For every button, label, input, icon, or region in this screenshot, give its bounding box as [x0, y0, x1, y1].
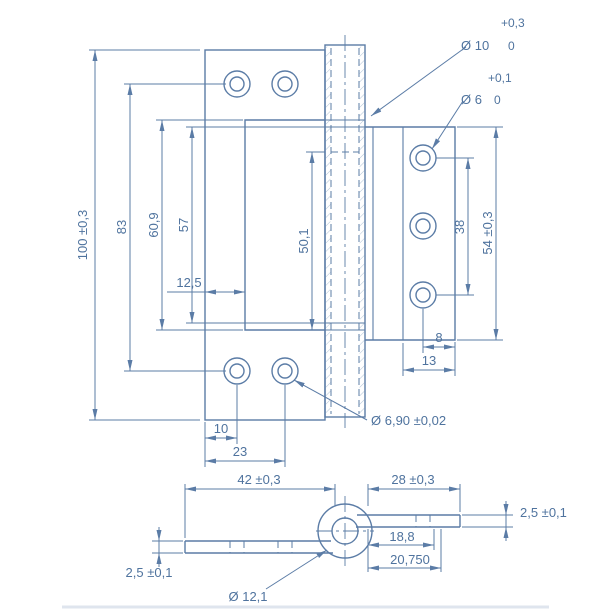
dim-label-57: 57 [176, 218, 191, 232]
dim-label-20750: 20,750 [390, 552, 430, 567]
screw-hole [415, 218, 431, 234]
screw-hole [409, 212, 437, 240]
dia121-label: Ø 12,1 [228, 589, 267, 604]
object-line [244, 119, 325, 331]
dim-label-54: 54 ±0,3 [480, 211, 495, 254]
dim-label-125: 12,5 [176, 275, 201, 290]
dim-label-13: 13 [422, 353, 436, 368]
front-view: 100 ±0,3 83 60,9 57 50,1 [75, 16, 525, 467]
dim-thickness-right: 2,5 ±0,1 [462, 501, 567, 541]
screw-hole [223, 70, 251, 98]
dia10-label: Ø 10 [461, 38, 489, 53]
section-hatch [325, 46, 331, 416]
dim-knuckle-57: 57 [176, 126, 325, 324]
hinge-barrel [324, 35, 366, 428]
dim-knuckle-501: 50,1 [296, 151, 325, 330]
dim-label-609: 60,9 [146, 212, 161, 237]
dim-label-188: 18,8 [389, 529, 414, 544]
callout-pin-hole: +0,3 Ø 10 0 [370, 16, 525, 117]
dim-leaf-height-right: 54 ±0,3 [457, 126, 503, 341]
top-view: 42 ±0,3 28 ±0,3 2,5 ±0,1 18,8 20,750 [126, 472, 567, 604]
screw-hole [271, 357, 299, 385]
screw-hole [229, 363, 245, 379]
screw-hole [409, 281, 437, 309]
dim-label-8: 8 [435, 330, 442, 345]
leader-line [293, 379, 368, 421]
screw-hole [277, 76, 293, 92]
section-hatch [359, 46, 365, 416]
leader-line [431, 100, 464, 150]
tol-lower-dia10: 0 [508, 39, 515, 53]
dim-depth-20750: 20,750 [368, 529, 442, 572]
right-leaf [365, 126, 456, 341]
screw-hole [229, 76, 245, 92]
callout-knuckle-dia: Ø 12,1 [228, 549, 328, 604]
screw-hole [415, 287, 431, 303]
dim-label-25-right: 2,5 ±0,1 [520, 505, 567, 520]
dia6-label: Ø 6 [461, 92, 482, 107]
dim-label-38: 38 [452, 220, 467, 234]
screw-hole [223, 357, 251, 385]
dim-label-28: 28 ±0,3 [391, 472, 434, 487]
callout-countersink: Ø 6,90 ±0,02 [293, 379, 446, 428]
dim-depth-188: 18,8 [367, 529, 435, 572]
dim-offset-125: 12,5 [167, 275, 245, 295]
tol-lower-dia6: 0 [494, 93, 501, 107]
tol-upper-dia6: +0,1 [488, 71, 512, 85]
dim-edge-8-13: 8 13 [402, 309, 456, 376]
dim-leaf-length-right: 28 ±0,3 [367, 472, 461, 512]
screw-hole [415, 150, 431, 166]
dim-label-83: 83 [114, 220, 129, 234]
tol-upper-dia10: +0,3 [501, 16, 525, 30]
dim-label-501: 50,1 [296, 228, 311, 253]
dim-label-100: 100 ±0,3 [75, 210, 90, 261]
leader-line [265, 549, 328, 590]
object-line [365, 126, 456, 341]
callout-screw-hole: +0,1 Ø 6 0 [431, 71, 512, 150]
left-plate [184, 540, 333, 554]
leader-line [370, 46, 467, 117]
dim-label-10: 10 [214, 421, 228, 436]
dim-hole-span-left: 83 [114, 83, 226, 372]
dim-label-25-left: 2,5 ±0,1 [126, 565, 173, 580]
dia690-label: Ø 6,90 ±0,02 [371, 413, 446, 428]
right-plate [356, 514, 461, 528]
dim-edge-10-23: 10 23 [204, 385, 286, 467]
screw-hole [271, 70, 299, 98]
screw-hole [277, 363, 293, 379]
hidden-holes [229, 515, 431, 553]
dim-label-42: 42 ±0,3 [237, 472, 280, 487]
dim-label-23: 23 [233, 444, 247, 459]
dim-knuckle-609: 60,9 [146, 119, 243, 331]
dim-hole-span-right: 38 [436, 157, 474, 296]
dim-thickness-left: 2,5 ±0,1 [126, 527, 183, 580]
dim-overall-height: 100 ±0,3 [75, 49, 200, 421]
barrel-end [316, 496, 374, 568]
dim-leaf-length-left: 42 ±0,3 [184, 472, 336, 538]
